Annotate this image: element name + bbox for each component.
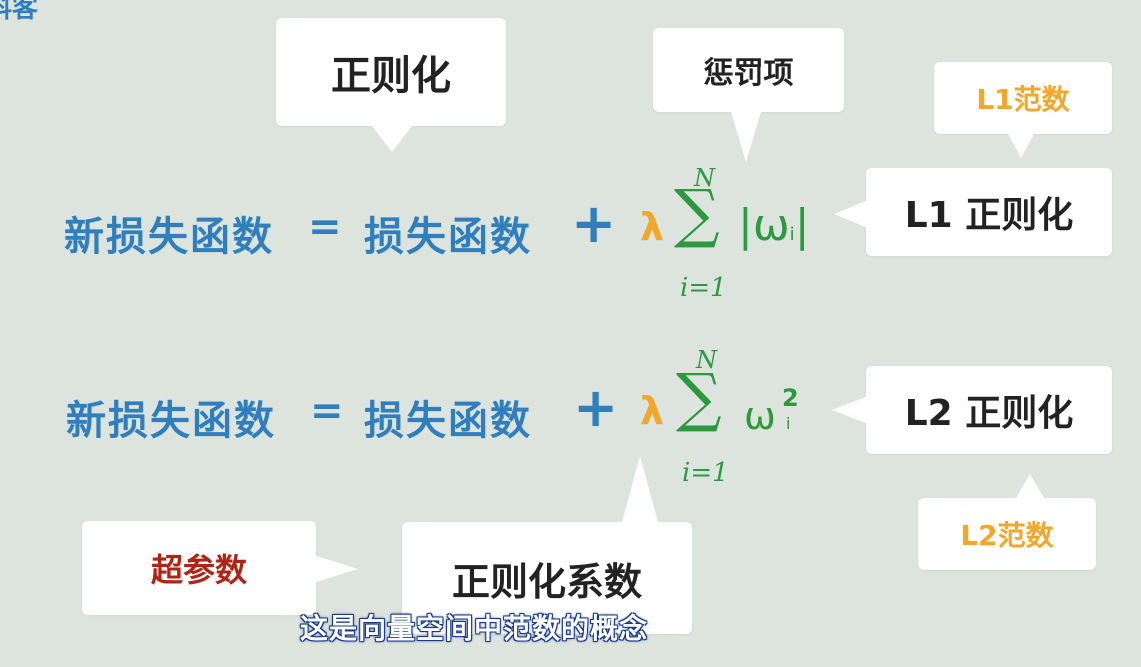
formula2-upper-limit: N: [696, 346, 717, 374]
hyperparameter-bubble-pointer: [316, 556, 358, 582]
formula1-term-main: |ω: [738, 200, 790, 251]
formula2-term-superscript: 2: [782, 384, 799, 412]
l1-norm-bubble-pointer: [1008, 134, 1034, 158]
l1-norm-bubble: L1范数: [934, 62, 1112, 134]
l1-regularization-label: L1 正则化: [904, 195, 1074, 236]
penalty-term-label: 惩罚项: [703, 56, 794, 91]
l1-norm-label: L1范数: [976, 83, 1070, 116]
formula2-lower-limit: i=1: [682, 458, 729, 488]
formula1-lower-limit: i=1: [680, 273, 727, 303]
l2-regularization-label: L2 正则化: [904, 393, 1074, 434]
formula2-sigma: ∑: [676, 361, 722, 435]
regularization-label: 正则化: [331, 53, 451, 99]
hyperparameter-bubble: 超参数: [82, 521, 316, 615]
l1-regularization-bubble: L1 正则化: [866, 168, 1112, 256]
penalty-term-bubble-pointer: [731, 112, 761, 162]
formula1-lhs: 新损失函数: [64, 214, 274, 260]
l1-regularization-bubble-pointer: [834, 200, 868, 228]
formula2-loss: 损失函数: [364, 398, 532, 444]
formula1-plus: +: [571, 192, 617, 255]
regularization-coefficient-bubble: 正则化系数: [402, 522, 692, 634]
formula2-plus: +: [573, 376, 619, 439]
formula2-lhs: 新损失函数: [66, 398, 276, 444]
penalty-term-bubble: 惩罚项: [653, 28, 844, 112]
l2-norm-bubble-pointer: [1016, 474, 1044, 498]
l2-norm-label: L2范数: [960, 519, 1054, 552]
hyperparameter-label: 超参数: [150, 551, 247, 589]
formula1-equals: =: [308, 204, 344, 250]
regularization-coefficient-label: 正则化系数: [451, 559, 642, 604]
formula1-term-end: |: [794, 200, 810, 251]
formula1-upper-limit: N: [694, 164, 715, 192]
l2-norm-bubble: L2范数: [918, 498, 1096, 570]
regularization-coefficient-bubble-pointer: [622, 456, 658, 522]
formula1-lambda: λ: [640, 205, 665, 249]
formula1-term-subscript: i: [789, 224, 795, 245]
formula1-term: |ωi|: [738, 200, 810, 251]
formula2-lambda: λ: [640, 389, 665, 433]
formula2-term: ω: [744, 394, 776, 438]
l2-regularization-bubble: L2 正则化: [866, 366, 1112, 454]
video-subtitle: 这是向量空间中范数的概念: [300, 612, 649, 645]
regularization-bubble-pointer: [372, 126, 412, 152]
formula1-loss: 损失函数: [364, 214, 532, 260]
formula2-term-subscript: i: [786, 414, 791, 433]
regularization-bubble: 正则化: [276, 18, 506, 126]
l2-regularization-bubble-pointer: [832, 396, 868, 424]
formula1-sigma: ∑: [674, 177, 720, 251]
corner-watermark: 科客: [0, 0, 39, 24]
formula2-equals: =: [310, 388, 346, 434]
